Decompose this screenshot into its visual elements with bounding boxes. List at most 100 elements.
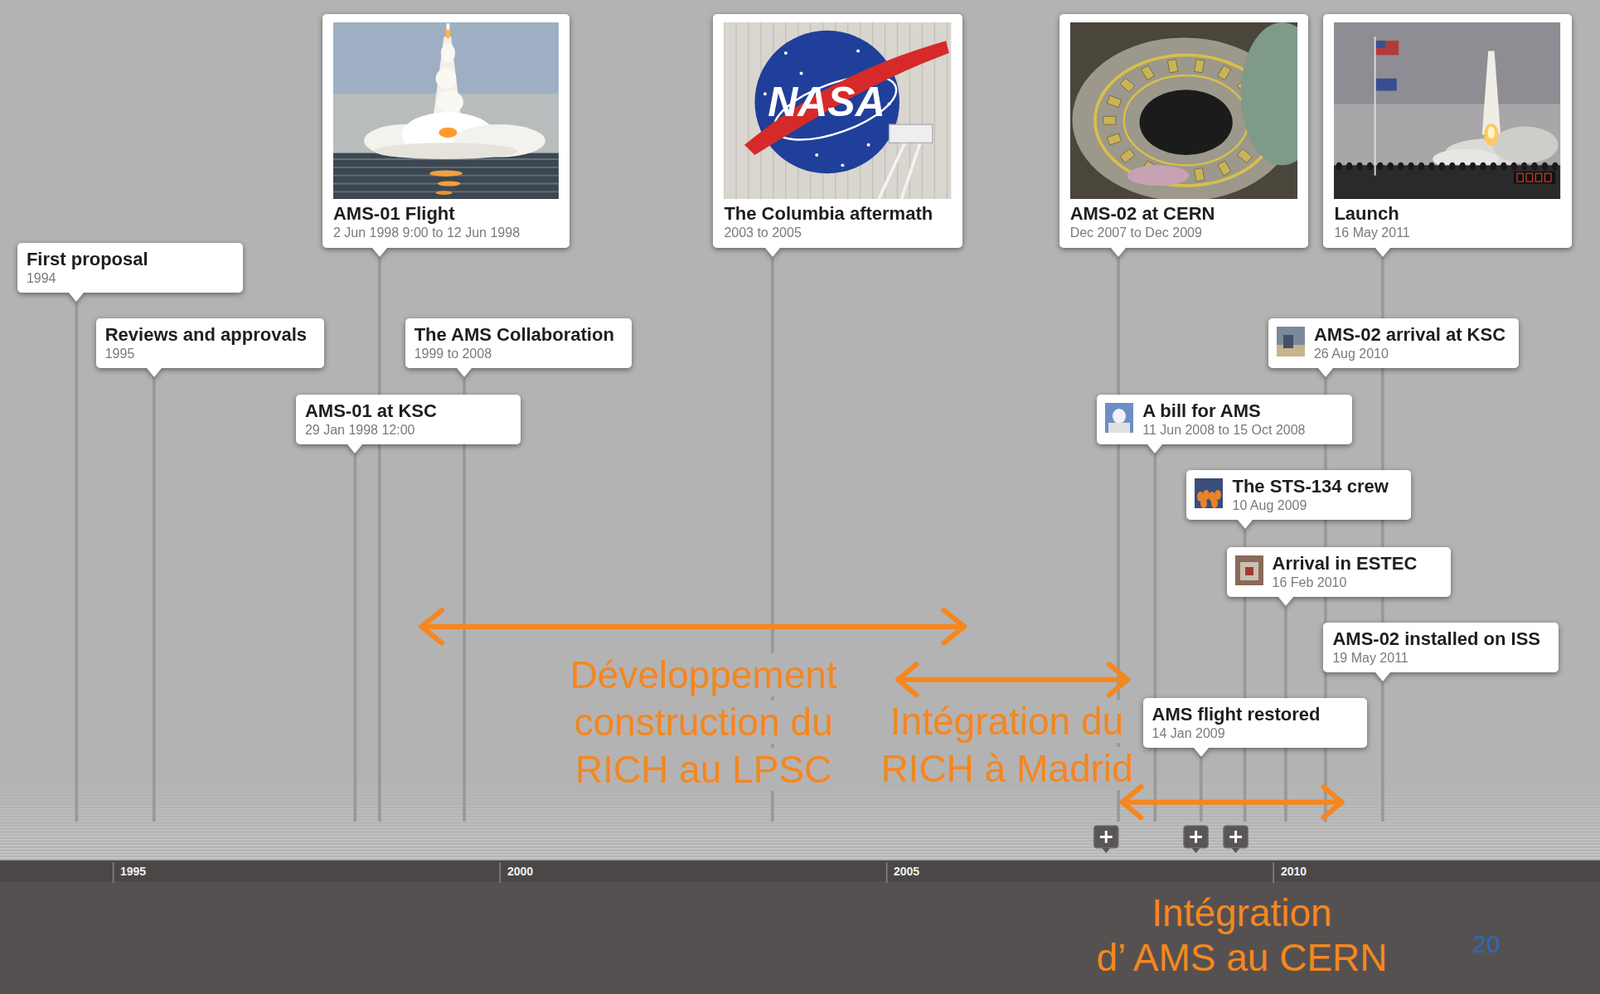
- crowd: [1459, 162, 1466, 171]
- event-stem: [74, 252, 78, 822]
- exhaust-plume: [1482, 51, 1501, 136]
- pointer-tip: [347, 444, 363, 454]
- logo-star: [784, 51, 788, 55]
- event-date: Dec 2007 to Dec 2009: [1070, 224, 1203, 241]
- thumb-ground: [1276, 326, 1305, 357]
- phase-annotation-holder: Intégration du RICH à Madrid: [874, 698, 1140, 793]
- event-title: Launch: [1333, 203, 1399, 225]
- year-label: 2000: [507, 864, 534, 878]
- event-date: 2003 to 2005: [723, 224, 801, 241]
- electronics-crate: [1193, 59, 1204, 73]
- smoke-puff: [441, 43, 456, 63]
- thumbnail: [1105, 402, 1134, 433]
- event-stem: [152, 328, 156, 822]
- electronics-crate: [1120, 77, 1135, 93]
- event-title: AMS-02 arrival at KSC: [1313, 324, 1506, 346]
- photo-card: AMS-01 Flight2 Jun 1998 9:00 to 12 Jun 1…: [322, 14, 570, 248]
- crowd: [1521, 162, 1528, 171]
- event-date: 10 Aug 2009: [1231, 497, 1307, 514]
- arrow-head: [1122, 786, 1141, 818]
- event-stem: [1243, 480, 1247, 822]
- event-photo: [333, 22, 559, 199]
- phase-annotation: Développement construction du RICH au LP…: [568, 653, 839, 791]
- phase-arrow: [897, 677, 1128, 683]
- logo-disc: [755, 30, 901, 174]
- building-wall: [723, 22, 951, 199]
- logo-star: [763, 92, 767, 96]
- year-label-holder: 1995: [120, 864, 170, 878]
- thumb-detail: [1240, 562, 1259, 581]
- electronics-crate: [1167, 59, 1178, 73]
- arrow-head: [1109, 664, 1128, 695]
- flag-pole: [1374, 36, 1377, 175]
- event-stem: [1153, 405, 1157, 822]
- flame-core: [1488, 126, 1496, 140]
- crowd: [1552, 162, 1559, 171]
- logo-star: [841, 164, 845, 168]
- reflection: [436, 190, 453, 195]
- page-number: 20: [1472, 930, 1500, 958]
- event-box: Reviews and approvals1995: [96, 318, 325, 369]
- crowd: [1377, 162, 1384, 171]
- electronics-crate: [1140, 65, 1154, 81]
- event-date: 26 Aug 2010: [1313, 345, 1389, 362]
- phase-annotation: Intégration d’ AMS au CERN: [1095, 891, 1387, 980]
- event-box: The STS-134 crew10 Aug 2009: [1186, 470, 1411, 520]
- crowd: [1511, 162, 1518, 171]
- event-date: 29 Jan 1998 12:00: [305, 421, 416, 438]
- event-date: 1999 to 2008: [414, 345, 492, 362]
- pointer-tip: [372, 247, 388, 257]
- crowd: [1449, 162, 1455, 171]
- thumbnail: [1276, 326, 1305, 357]
- thumb-detail: [1108, 422, 1130, 433]
- ground: [1333, 165, 1561, 200]
- phase-annotation: Intégration du RICH à Madrid: [879, 699, 1135, 791]
- pointer-tip: [146, 368, 162, 378]
- event-box: First proposal1994: [17, 242, 243, 293]
- axis-band: [0, 860, 1600, 883]
- crowd: [1418, 162, 1425, 171]
- shuttle: [446, 23, 451, 30]
- clock-segment: [1517, 173, 1523, 182]
- thumbnail: [1235, 555, 1264, 586]
- smoke-puff: [436, 68, 457, 90]
- logo-star: [800, 72, 804, 76]
- flag: [1376, 40, 1386, 49]
- thumb-ground: [1235, 555, 1264, 586]
- crowd: [1501, 162, 1508, 171]
- expand-marker-tip: [1231, 848, 1241, 854]
- thumb-detail: [1283, 334, 1294, 349]
- crowd: [1357, 162, 1363, 171]
- event-title: AMS-01 at KSC: [305, 400, 437, 422]
- event-title: AMS flight restored: [1152, 703, 1321, 726]
- photo-card: AMS-02 at CERNDec 2007 to Dec 2009: [1059, 14, 1309, 248]
- event-title: The AMS Collaboration: [414, 324, 615, 346]
- pointer-tip: [1278, 596, 1294, 607]
- pointer-tip: [1375, 247, 1391, 257]
- event-thumbnail: [1235, 555, 1264, 586]
- footer-band: [0, 882, 1600, 994]
- crowd: [1469, 162, 1476, 171]
- crowd: [1408, 162, 1415, 171]
- crowd: [1429, 162, 1436, 171]
- phase-arrow: [1122, 799, 1343, 805]
- logo-swoosh: [744, 40, 950, 156]
- reflection: [429, 170, 463, 177]
- photo: [1333, 22, 1561, 199]
- expand-marker-tip: [1192, 848, 1201, 854]
- electronics-crate: [1120, 149, 1135, 164]
- pointer-tip: [1193, 747, 1209, 757]
- event-date: 1994: [26, 270, 57, 287]
- cabling: [1123, 75, 1248, 165]
- photo: [723, 22, 951, 199]
- thumbnail: [1194, 478, 1223, 509]
- reflection: [437, 181, 461, 187]
- pointer-tip: [1318, 368, 1334, 378]
- pointer-tip: [1237, 519, 1253, 529]
- photo-card: The Columbia aftermath2003 to 2005: [712, 14, 962, 248]
- year-label-holder: 2005: [893, 864, 944, 878]
- arrow-head: [944, 610, 965, 643]
- event-title: Reviews and approvals: [105, 324, 307, 346]
- event-photo: [1070, 22, 1298, 199]
